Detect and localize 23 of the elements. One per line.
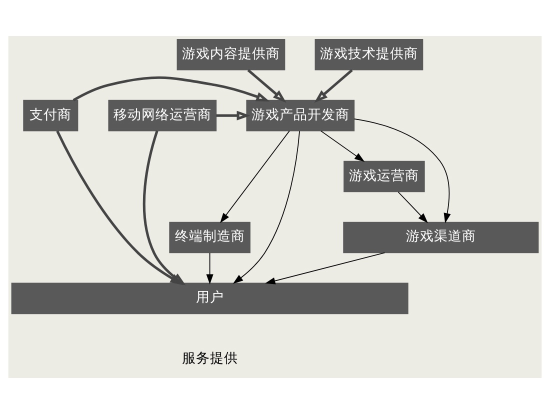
arrow [206,252,214,284]
arrow [220,130,290,223]
legend-label: 服务提供 [182,350,238,366]
arrow [56,130,184,285]
node-box: 游戏技术提供商 [314,38,424,70]
node-box: 游戏渠道商 [343,221,539,253]
arrow [216,110,250,120]
node-box: 游戏运营商 [344,160,425,192]
arrow [72,76,270,102]
node-box: 终端制造商 [169,221,250,253]
arrow [247,68,286,102]
arrow [354,118,451,223]
node-box: 移动网络运营商 [108,99,217,131]
arrow [232,130,300,284]
node-box: 用户 [11,282,408,314]
node-box: 游戏产品开发商 [246,99,355,131]
arrow [398,191,428,223]
arrow [265,252,386,284]
node-box: 支付商 [23,99,78,131]
arrow [314,68,353,102]
node-box: 游戏内容提供商 [176,38,286,70]
arrow [142,130,186,285]
arrow [320,130,365,162]
